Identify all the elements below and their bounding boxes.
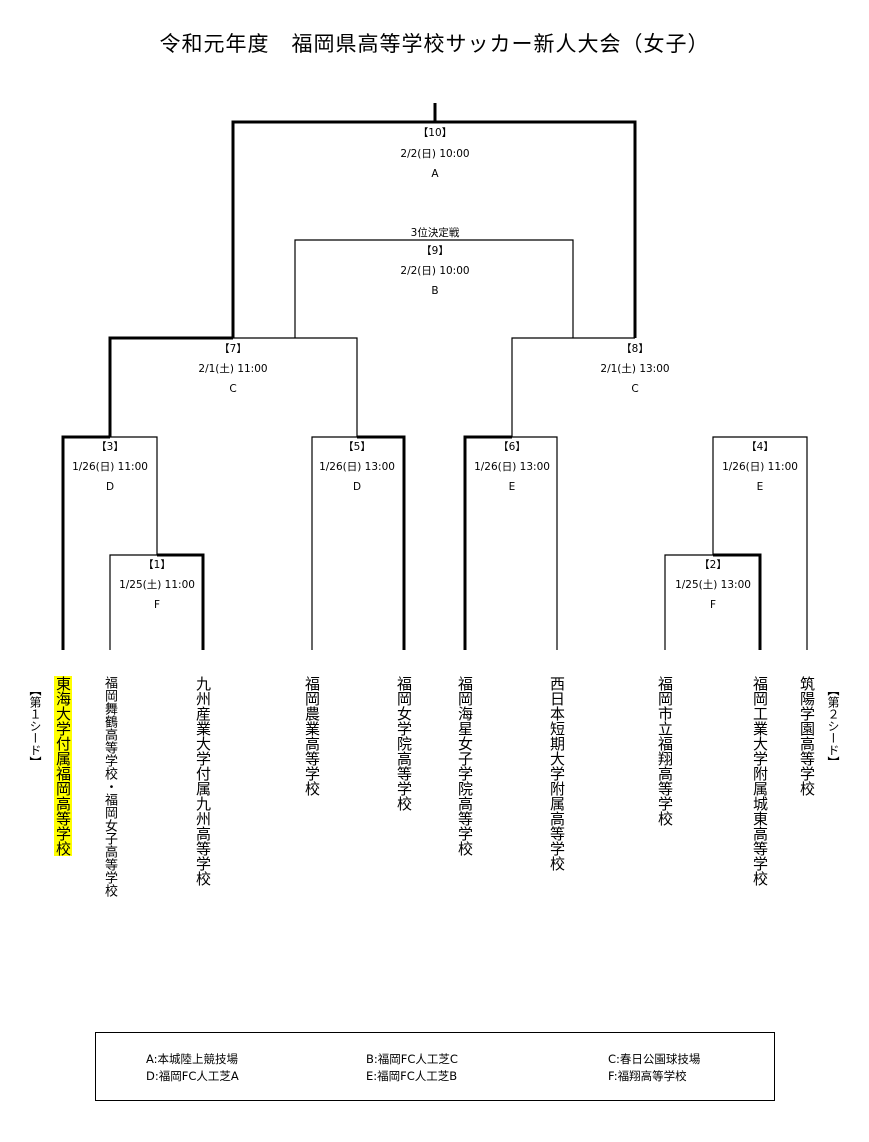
match-4-date: 1/26(日) 11:00 [722, 461, 798, 473]
match-1-venue: F [154, 599, 160, 611]
match-8-venue: C [631, 383, 638, 395]
match-1-date: 1/25(土) 11:00 [119, 578, 195, 591]
line-m3-right [110, 436, 158, 555]
match-10-venue: A [431, 168, 439, 180]
team-7: 西日本短期大学附属高等学校 [548, 676, 566, 871]
line-m6-left-win [463, 435, 512, 650]
team-6: 福岡海星女子学院高等学校 [456, 676, 474, 856]
legend-e: E:福岡FC人工芝B [366, 1069, 458, 1083]
bracket-lines [61, 103, 808, 650]
match-4-no: 【4】 [746, 441, 774, 453]
match-9-venue: B [431, 285, 438, 297]
match-7-no: 【7】 [219, 343, 247, 355]
match-2-date: 1/25(土) 13:00 [675, 578, 751, 591]
match-8-date: 2/1(土) 13:00 [600, 362, 669, 375]
line-m10-left-win [231, 120, 435, 338]
venue-legend: A:本城陸上競技場 B:福岡FC人工芝C C:春日公園球技場 D:福岡FC人工芝… [95, 1032, 775, 1101]
match-9-no: 【9】 [421, 245, 449, 257]
match-3-venue: D [106, 481, 114, 493]
match-9-label: 3位決定戦 [411, 226, 460, 239]
seed-first-label: 【第１シード】 [28, 684, 42, 768]
match-8-no: 【8】 [621, 343, 649, 355]
page-title: 令和元年度 福岡県高等学校サッカー新人大会（女子） [159, 32, 710, 56]
line-m2-right-win [713, 553, 762, 650]
line-m8-left [511, 337, 635, 437]
line-m7-left-win [108, 336, 233, 437]
match-6-no: 【6】 [498, 441, 526, 453]
match-7-venue: C [229, 383, 236, 395]
match-5-date: 1/26(日) 13:00 [319, 461, 395, 473]
line-m1-right-win [157, 553, 205, 650]
legend-c: C:春日公園球技場 [608, 1052, 701, 1066]
team-10: 筑陽学園高等学校 [798, 676, 816, 796]
team-8: 福岡市立福翔高等学校 [656, 676, 674, 826]
match-1-no: 【1】 [143, 559, 171, 571]
legend-a: A:本城陸上競技場 [146, 1052, 239, 1066]
match-2-venue: F [710, 599, 716, 611]
line-m1-left [109, 554, 157, 650]
team-9: 福岡工業大学附属城東高等学校 [751, 676, 769, 886]
team-2: 福岡舞鶴高等学校・福岡女子高等学校 [102, 676, 117, 897]
match-4-venue: E [757, 481, 764, 493]
team-5: 福岡女学院高等学校 [395, 676, 413, 811]
match-labels: 【10】 2/2(日) 10:00 A 3位決定戦 【9】 2/2(日) 10:… [72, 127, 798, 611]
line-m4-right [760, 436, 808, 650]
match-3-date: 1/26(日) 11:00 [72, 461, 148, 473]
line-m10-right-win [435, 120, 637, 338]
legend-f: F:福翔高等学校 [608, 1069, 687, 1083]
match-7-date: 2/1(土) 11:00 [198, 362, 267, 375]
match-2-no: 【2】 [699, 559, 727, 571]
line-m6-right [512, 436, 558, 650]
match-9-date: 2/2(日) 10:00 [400, 265, 469, 277]
thin-lines [109, 239, 808, 650]
match-5-no: 【5】 [343, 441, 371, 453]
legend-b: B:福岡FC人工芝C [366, 1052, 458, 1066]
line-m7-right [233, 337, 358, 437]
line-m5-left [311, 436, 357, 650]
team-1: 東海大学付属福岡高等学校 [54, 676, 72, 856]
match-10-no: 【10】 [418, 127, 452, 139]
match-6-date: 1/26(日) 13:00 [474, 461, 550, 473]
team-3: 九州産業大学付属九州高等学校 [194, 676, 212, 886]
line-m3-left-win [61, 435, 110, 650]
line-m9 [294, 239, 574, 338]
thick-lines [61, 103, 762, 650]
match-6-venue: E [509, 481, 516, 493]
seed-second-label: 【第２シード】 [826, 684, 840, 768]
team-4: 福岡農業高等学校 [303, 676, 321, 796]
line-m5-right-win [357, 435, 406, 650]
line-m2-left [664, 554, 713, 650]
match-3-no: 【3】 [96, 441, 124, 453]
match-10-date: 2/2(日) 10:00 [400, 148, 469, 160]
legend-d: D:福岡FC人工芝A [146, 1069, 239, 1083]
line-m4-left [712, 436, 760, 555]
match-5-venue: D [353, 481, 361, 493]
